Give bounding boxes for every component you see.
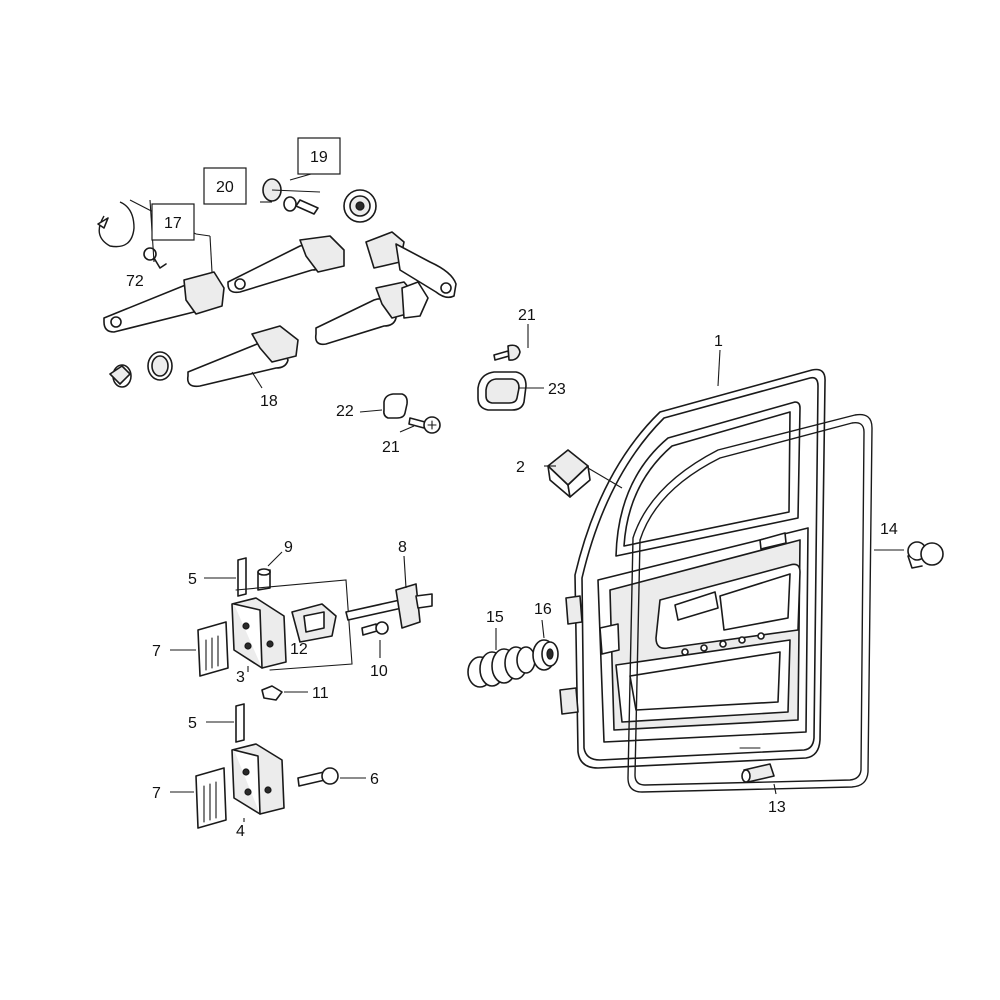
callout-20: 20 <box>216 179 234 196</box>
hinge-assembly-lower <box>195 703 339 829</box>
trim-plate-part-23 <box>477 371 527 411</box>
check-strap-part-8 <box>345 583 433 629</box>
callout-19: 19 <box>310 149 328 166</box>
callout-13: 13 <box>768 799 786 816</box>
callout-5-lower: 5 <box>188 715 197 732</box>
callout-7-lower: 7 <box>152 785 161 802</box>
callout-21-lower: 21 <box>382 439 400 456</box>
callout-18: 18 <box>260 393 278 410</box>
callout-17: 17 <box>164 215 182 232</box>
callout-14: 14 <box>880 521 898 538</box>
callout-15: 15 <box>486 609 504 626</box>
label-box-20 <box>203 167 247 205</box>
bolt-part-72 <box>143 247 167 269</box>
handle-group <box>103 231 457 388</box>
callout-21-upper: 21 <box>518 307 536 324</box>
label-box-17 <box>151 203 195 241</box>
callout-2: 2 <box>516 459 525 476</box>
door-frame-part <box>559 368 826 769</box>
callout-3: 3 <box>236 669 245 686</box>
callout-8: 8 <box>398 539 407 556</box>
lock-cylinder-part-19 <box>343 189 377 223</box>
callout-12: 12 <box>290 641 308 658</box>
screw-part-10 <box>361 621 389 636</box>
plate-part-22 <box>383 393 408 419</box>
washer-part-20 <box>262 178 319 215</box>
sleeve-part-13 <box>741 763 775 783</box>
callout-5-upper: 5 <box>188 571 197 588</box>
grommet-part-16 <box>532 639 559 671</box>
door-seal-part <box>627 413 944 793</box>
callout-labels: 1 2 3 4 5 5 6 7 7 8 9 10 11 12 13 14 15 … <box>126 137 898 840</box>
callout-6: 6 <box>370 771 379 788</box>
callout-72: 72 <box>126 273 144 290</box>
label-box-19 <box>297 137 341 175</box>
callout-4: 4 <box>236 823 245 840</box>
callout-7-upper: 7 <box>152 643 161 660</box>
bellows-part-15 <box>467 646 536 688</box>
callout-9: 9 <box>284 539 293 556</box>
callout-16: 16 <box>534 601 552 618</box>
callout-1: 1 <box>714 333 723 350</box>
screw-part-21-lower <box>408 416 441 434</box>
callout-23: 23 <box>548 381 566 398</box>
screw-part-21-upper <box>493 344 521 361</box>
pad-part-2 <box>547 449 591 498</box>
clip-ring-part-17 <box>97 201 135 248</box>
hinge-assembly-upper <box>197 557 353 701</box>
callout-11: 11 <box>312 685 329 702</box>
callout-22: 22 <box>336 403 354 420</box>
callout-10: 10 <box>370 663 388 680</box>
